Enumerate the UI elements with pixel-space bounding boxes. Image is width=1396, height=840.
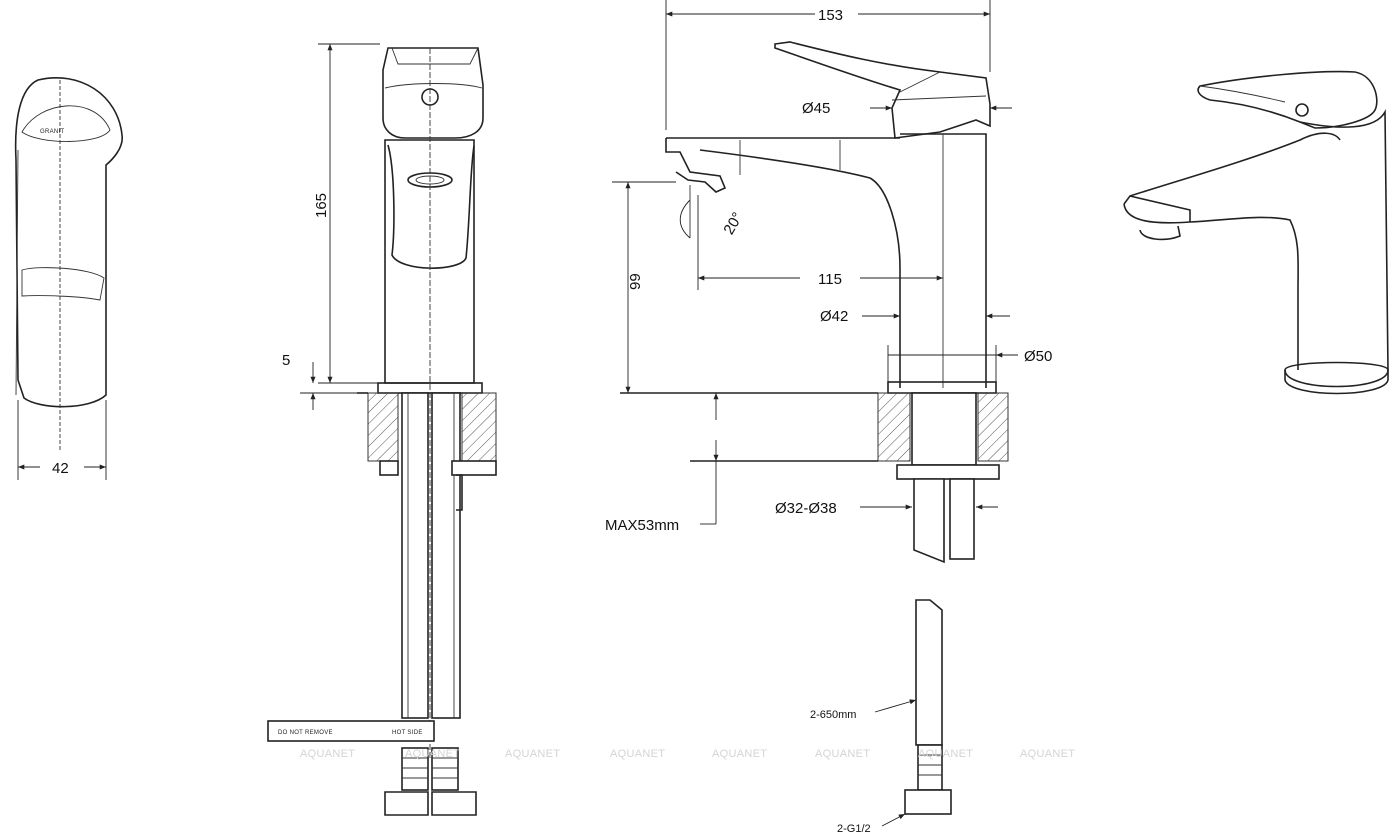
dim-spout-reach: 115: [818, 271, 842, 288]
brand-logo: GRANIT: [40, 129, 65, 135]
hose-detail-view: 2-650mm 2-G1/2: [810, 599, 952, 835]
watermark: AQUANET: [610, 748, 665, 760]
watermark: AQUANET: [815, 748, 870, 760]
watermark: AQUANET: [1020, 748, 1075, 760]
dim-total-height: 165: [313, 193, 330, 218]
dim-base-diameter: Ø50: [1024, 348, 1052, 365]
dim-side-width: 42: [52, 460, 69, 477]
dim-body-diameter: Ø42: [820, 308, 848, 325]
perspective-view: [1123, 70, 1389, 395]
dim-hose-length: 2-650mm: [810, 709, 856, 721]
watermark-row: AQUANET AQUANET AQUANET AQUANET AQUANET …: [300, 748, 1075, 760]
tag-do-not-remove: DO NOT REMOVE: [278, 730, 333, 736]
watermark: AQUANET: [405, 748, 460, 760]
watermark: AQUANET: [505, 748, 560, 760]
dim-overall-width: 153: [818, 7, 843, 24]
dim-max-thickness: MAX53mm: [605, 517, 679, 534]
front-elevation-view: DO NOT REMOVE HOT SIDE 165 5: [267, 43, 497, 816]
dim-thread-size: 2-G1/2: [837, 823, 871, 835]
dim-base-offset: 5: [282, 352, 290, 369]
watermark: AQUANET: [918, 748, 973, 760]
side-elevation-view: 153 Ø45 20° 115 99 Ø42 Ø50 MAX53mm: [605, 0, 1052, 564]
dim-spout-height: 99: [627, 273, 644, 290]
tag-hot-side: HOT SIDE: [392, 730, 423, 736]
dim-spout-angle: 20°: [720, 210, 746, 238]
watermark: AQUANET: [300, 748, 355, 760]
dim-hole-diameter: Ø32-Ø38: [775, 500, 837, 517]
watermark: AQUANET: [712, 748, 767, 760]
dim-handle-diameter: Ø45: [802, 100, 830, 117]
side-profile-view: GRANIT 42: [14, 77, 123, 480]
